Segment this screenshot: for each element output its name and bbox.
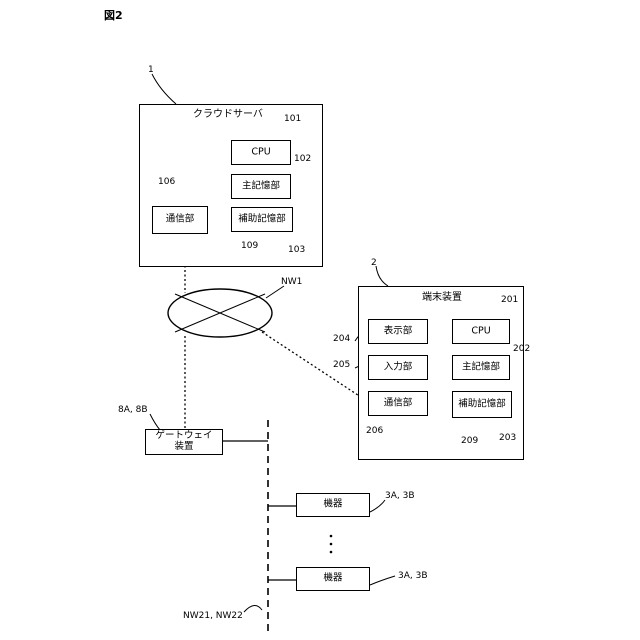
ref-202: 202 xyxy=(513,345,530,354)
terminal-main-memory-box: 主記憶部 xyxy=(452,355,510,380)
terminal-input-label: 入力部 xyxy=(369,362,427,373)
cloud-server-title: クラウドサーバ xyxy=(193,110,263,120)
server-cpu-box: CPU xyxy=(231,140,291,165)
ref-204: 204 xyxy=(333,335,350,344)
terminal-display-label: 表示部 xyxy=(369,326,427,337)
ref-206: 206 xyxy=(366,427,383,436)
ref-109: 109 xyxy=(241,242,258,251)
terminal-aux-memory-label: 補助記憶部 xyxy=(453,399,511,410)
ref-103: 103 xyxy=(288,246,305,255)
ref-106: 106 xyxy=(158,178,175,187)
terminal-ref-leader xyxy=(376,266,388,286)
device2-ref-leader xyxy=(370,576,395,585)
ref-nw21-nw22: NW21, NW22 xyxy=(183,612,243,621)
server-ref-leader xyxy=(152,74,176,104)
cloud-server-ref: 1 xyxy=(148,66,154,75)
ref-nw1-leader xyxy=(266,286,284,298)
ref-201: 201 xyxy=(501,296,518,305)
terminal-cpu-box: CPU xyxy=(452,319,510,344)
device-ref-1: 3A, 3B xyxy=(385,492,415,501)
terminal-cpu-label: CPU xyxy=(453,326,509,337)
device-label-2: 機器 xyxy=(297,574,369,585)
device-box-1: 機器 xyxy=(296,493,370,517)
server-main-memory-label: 主記憶部 xyxy=(232,181,290,192)
server-aux-memory-box: 補助記憶部 xyxy=(231,207,293,232)
server-cpu-label: CPU xyxy=(232,147,290,158)
terminal-comm-label: 通信部 xyxy=(369,398,427,409)
ref-8a8b: 8A, 8B xyxy=(118,406,148,415)
server-comm-box: 通信部 xyxy=(152,206,208,234)
terminal-display-box: 表示部 xyxy=(368,319,428,344)
gateway-label: ゲートウェイ 装置 xyxy=(146,431,222,453)
terminal-main-memory-label: 主記憶部 xyxy=(453,362,509,373)
terminal-ref: 2 xyxy=(371,259,377,268)
terminal-aux-memory-box: 補助記憶部 xyxy=(452,391,512,418)
server-comm-label: 通信部 xyxy=(153,215,207,226)
ref-102: 102 xyxy=(294,155,311,164)
terminal-comm-box: 通信部 xyxy=(368,391,428,416)
gateway-label-line2: 装置 xyxy=(146,442,222,453)
device-label-1: 機器 xyxy=(297,500,369,511)
ref-nw21-leader xyxy=(244,605,262,612)
ref-101: 101 xyxy=(284,115,301,124)
ref-205: 205 xyxy=(333,361,350,370)
ref-209: 209 xyxy=(461,437,478,446)
server-aux-memory-label: 補助記憶部 xyxy=(232,214,292,225)
device-ref-2: 3A, 3B xyxy=(398,572,428,581)
gateway-box: ゲートウェイ 装置 xyxy=(145,429,223,455)
terminal-title: 端末装置 xyxy=(422,293,462,303)
terminal-input-box: 入力部 xyxy=(368,355,428,380)
ref-203: 203 xyxy=(499,434,516,443)
ref-nw1: NW1 xyxy=(281,278,302,287)
figure-label: 図2 xyxy=(104,10,123,21)
device1-ref-leader xyxy=(370,500,385,512)
device-box-2: 機器 xyxy=(296,567,370,591)
ref-8a8b-leader xyxy=(150,414,160,430)
server-main-memory-box: 主記憶部 xyxy=(231,174,291,199)
